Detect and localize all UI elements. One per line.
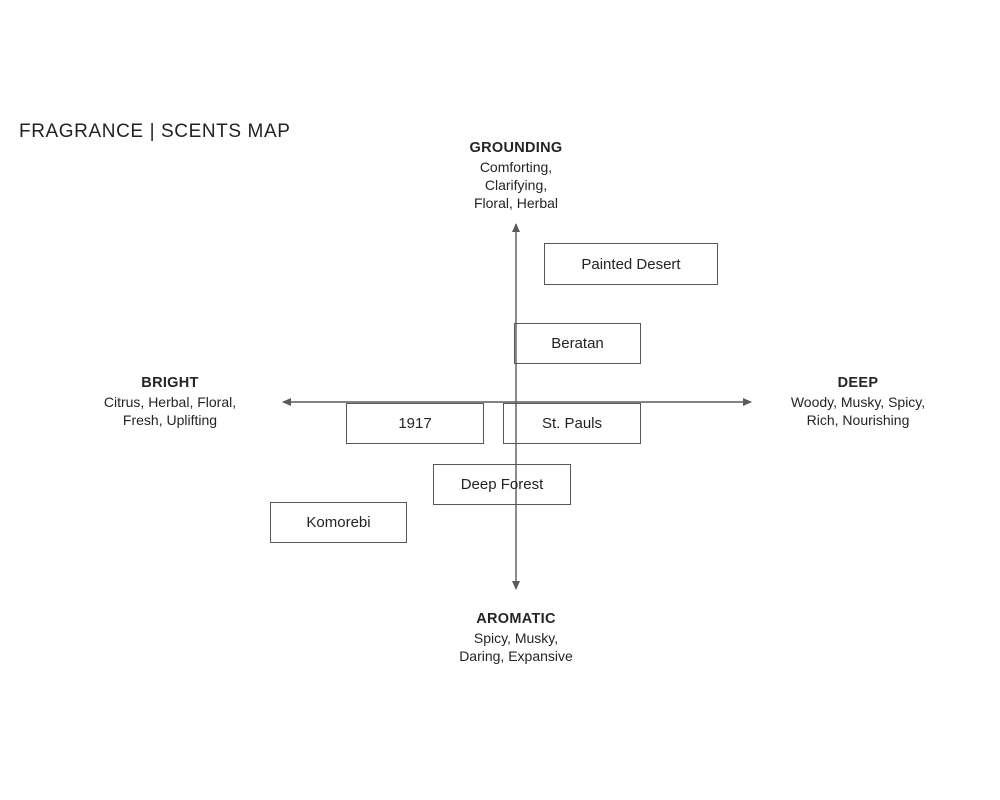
axis-title-bright: BRIGHT	[141, 375, 199, 391]
axis-desc-line: Citrus, Herbal, Floral,	[103, 394, 237, 410]
scent-box-1917: 1917	[346, 403, 484, 444]
scent-box-label: Deep Forest	[460, 476, 544, 493]
scent-box-label: Beratan	[551, 335, 604, 352]
axis-desc-line: Comforting,	[479, 159, 553, 175]
axis-title-grounding: GROUNDING	[469, 140, 563, 156]
axis-title-deep: DEEP	[837, 375, 879, 391]
axis-label-bright: BRIGHT Citrus, Herbal, Floral, Fresh, Up…	[50, 374, 290, 429]
scent-box-label: 1917	[398, 415, 432, 432]
axis-desc-line: Fresh, Uplifting	[122, 412, 218, 428]
scent-box-label: Painted Desert	[581, 255, 681, 273]
axis-desc-line: Clarifying,	[484, 177, 548, 193]
axis-desc-line: Floral, Herbal	[473, 195, 559, 211]
axis-desc-line: Rich, Nourishing	[806, 412, 910, 428]
scent-box-label: Komorebi	[306, 514, 371, 531]
scent-box-label: St. Pauls	[541, 415, 603, 432]
page-title: FRAGRANCE | SCENTS MAP	[19, 121, 291, 142]
scent-box-beratan: Beratan	[514, 323, 641, 364]
scent-box-komorebi: Komorebi	[270, 502, 407, 543]
axis-title-aromatic: AROMATIC	[476, 611, 556, 627]
axis-label-aromatic: AROMATIC Spicy, Musky, Daring, Expansive	[396, 610, 636, 665]
axis-label-grounding: GROUNDING Comforting, Clarifying, Floral…	[416, 139, 616, 212]
scent-box-deep-forest: Deep Forest	[433, 464, 571, 505]
axis-desc-line: Spicy, Musky,	[473, 630, 559, 646]
scent-box-painted-desert: Painted Desert	[544, 243, 718, 285]
axis-desc-line: Daring, Expansive	[459, 648, 573, 664]
axis-desc-line: Woody, Musky, Spicy,	[790, 394, 926, 410]
scent-box-st-pauls: St. Pauls	[503, 403, 641, 444]
axis-label-deep: DEEP Woody, Musky, Spicy, Rich, Nourishi…	[738, 374, 978, 429]
